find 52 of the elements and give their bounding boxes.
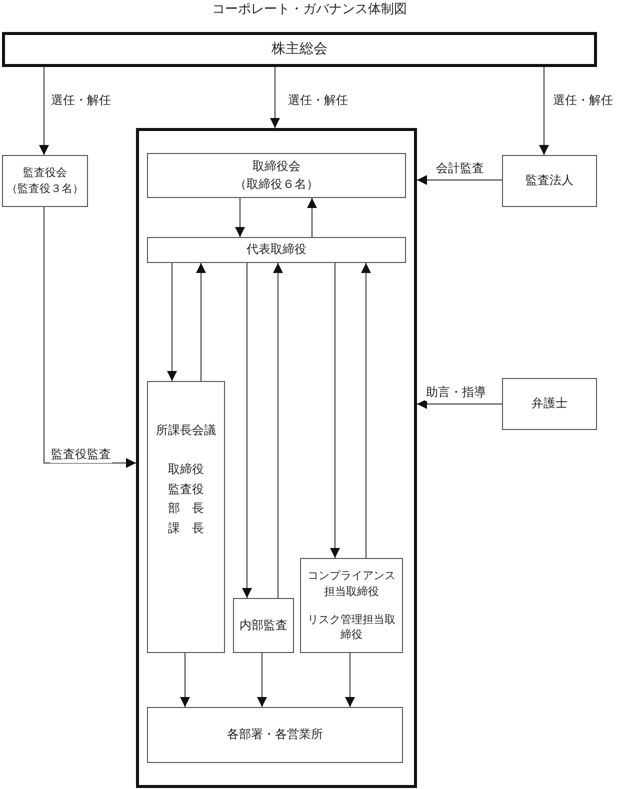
node-text: コンプライアンス担当取締役 (306, 568, 396, 600)
edge-label: 助言・指導 (425, 384, 487, 401)
node-text: 取締役会 (252, 158, 302, 176)
arrow (39, 67, 49, 155)
arrow (235, 198, 245, 237)
arrow (257, 653, 267, 707)
arrow (43, 207, 136, 468)
node-text: （監査役３名） (6, 181, 84, 197)
arrow (307, 198, 317, 237)
node-text: 監査役 (167, 480, 205, 498)
process-box (502, 378, 597, 430)
node-text: 監査役会 (22, 165, 68, 181)
arrow (242, 263, 252, 598)
arrow (167, 263, 177, 381)
container-box (136, 128, 417, 788)
node-text: 各部署・各営業所 (226, 726, 324, 744)
edge-label: 選任・解任 (552, 92, 614, 109)
arrow (539, 67, 549, 155)
diagram-title: コーポレート・ガバナンス体制図 (211, 1, 408, 18)
process-box (147, 381, 225, 653)
edge-label: 会計監査 (435, 160, 485, 177)
process-box (300, 558, 403, 653)
process-box (502, 155, 597, 207)
process-box (147, 153, 406, 198)
arrow (270, 67, 280, 128)
node-text: 弁護士 (530, 395, 568, 412)
node-text: （取締役６名） (234, 176, 320, 192)
edge-label: 監査役監査 (50, 446, 112, 463)
process-box (147, 707, 403, 763)
node-text: 所課長会議 (155, 422, 217, 439)
arrow (417, 175, 502, 185)
process-box (147, 237, 406, 263)
process-box (2, 32, 597, 67)
arrow (345, 653, 355, 707)
node-text: リスク管理担当取締役 (306, 612, 396, 644)
arrow (417, 399, 502, 409)
arrow (196, 263, 206, 381)
arrow (273, 263, 283, 598)
edge-label: 選任・解任 (287, 92, 349, 109)
node-text: 内部監査 (238, 616, 288, 634)
node-text: 取締役 (167, 461, 205, 478)
node-text: 部 長 (167, 500, 205, 518)
node-text: 監査法人 (524, 172, 574, 190)
node-text: 課 長 (167, 520, 205, 537)
node-text: 株主総会 (270, 40, 328, 60)
edge-label: 選任・解任 (50, 92, 112, 109)
arrow (180, 653, 190, 707)
node-text: 代表取締役 (246, 241, 308, 258)
arrow (330, 263, 340, 558)
process-box (2, 155, 88, 207)
process-box (233, 598, 294, 653)
arrow (361, 263, 371, 558)
